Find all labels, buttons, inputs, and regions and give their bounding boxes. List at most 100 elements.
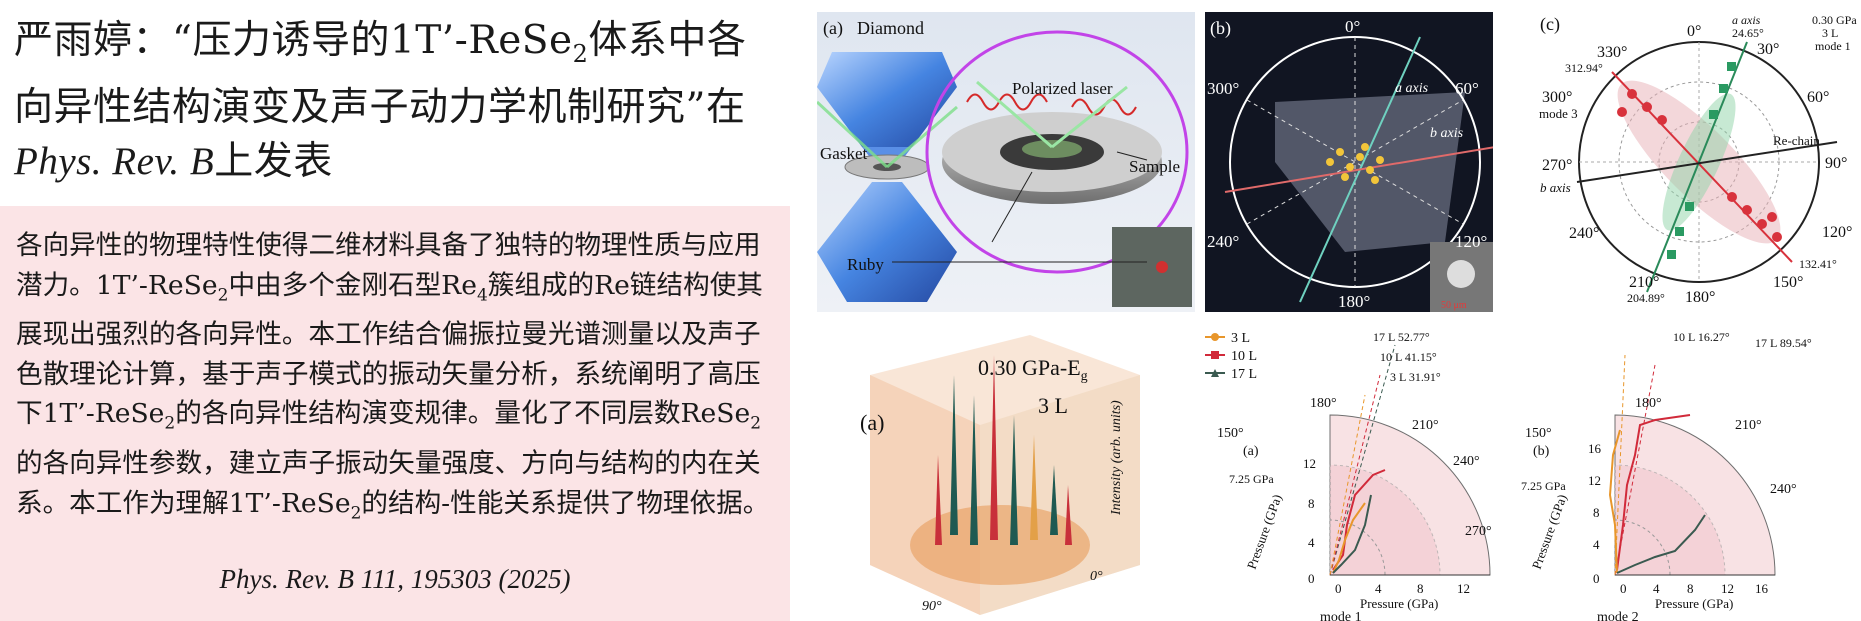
tick-b-16: 16	[1755, 581, 1769, 596]
optical-image: (b) 0° 60° 120° 180° 240° 300° a axis b …	[1205, 12, 1493, 312]
mode1-label: mode 1	[1320, 610, 1362, 621]
angle-90-label: 90°	[922, 599, 942, 614]
panel-a-label: (a)	[823, 18, 843, 39]
angle-132: 132.41°	[1799, 257, 1837, 271]
figure-3d-intensity: 0.30 GPa-Eg 3 L (a) Intensity (arb. unit…	[850, 335, 1155, 621]
legend-17L: 17 L	[1231, 367, 1257, 382]
gasket-label: Gasket	[820, 144, 867, 163]
panel-c-label: (c)	[1540, 14, 1560, 35]
polar-angle-0: 0°	[1687, 23, 1701, 40]
condition-label: 0.30 GPa-Eg	[978, 355, 1088, 384]
polar-a-150: 150°	[1217, 426, 1244, 441]
angle-17L-a: 17 L 52.77°	[1373, 330, 1430, 344]
polar-a-180: 180°	[1310, 396, 1337, 411]
c-b-axis-label: b axis	[1540, 180, 1571, 195]
p-tick-b-4: 4	[1593, 537, 1600, 552]
angle-120: 120°	[1455, 232, 1487, 251]
tick-a-4: 4	[1375, 581, 1382, 596]
polar-angle-330: 330°	[1597, 44, 1627, 61]
p-tick-a-12: 12	[1303, 456, 1316, 471]
polar-b-180: 180°	[1635, 396, 1662, 411]
polar-angle-60: 60°	[1807, 89, 1829, 106]
p-tick-b-8: 8	[1593, 505, 1600, 520]
tick-b-0: 0	[1620, 581, 1627, 596]
tick-b-8: 8	[1687, 581, 1694, 596]
angle-0-label: 0°	[1090, 569, 1103, 584]
intensity-axis-label: Intensity (arb. units)	[1109, 400, 1124, 516]
polar-angle-240: 240°	[1569, 225, 1599, 242]
abstract-box: 各向异性的物理特性使得二维材料具备了独特的物理性质与应用潜力。1T’-ReSe2…	[0, 206, 790, 621]
polar-angle-30: 30°	[1757, 41, 1779, 58]
figure-polar-intensity: (c) 0° 30° 60° 90° 120° 150° 180° 210° 2…	[1537, 12, 1861, 312]
legend-10L: 10 L	[1231, 349, 1257, 364]
citation: Phys. Rev. B 111, 195303 (2025)	[219, 564, 571, 594]
angle-17L-b: 17 L 89.54°	[1755, 336, 1812, 350]
re-chain-label: Re-chain	[1773, 133, 1820, 148]
p-tick-b-12: 12	[1588, 473, 1601, 488]
pressure-sector-plots: 3 L 10 L 17 L 17 L 52.77° 10 L 41.15° 3 …	[1195, 325, 1861, 621]
polar-b-240: 240°	[1770, 482, 1797, 497]
p-tick-a-4: 4	[1308, 535, 1315, 550]
condition-layers: 3 L	[1822, 26, 1838, 40]
figure-dac-schematic: (a) Diamond Polarized laser Gasket Sampl…	[817, 12, 1195, 312]
condition-mode: mode 1	[1815, 39, 1851, 53]
p-tick-a-0: 0	[1308, 571, 1315, 586]
polar-angle-150: 150°	[1773, 274, 1803, 291]
angle-3L-a: 3 L 31.91°	[1390, 370, 1441, 384]
mode3-label: mode 3	[1539, 106, 1578, 121]
gpa-mark-a: 7.25 GPa	[1229, 472, 1274, 486]
sub-a-label: (a)	[1243, 444, 1259, 459]
angle-240: 240°	[1207, 232, 1239, 251]
p-tick-b-16: 16	[1588, 441, 1602, 456]
tick-b-12: 12	[1721, 581, 1734, 596]
scale-bar-label: 50 μm	[1441, 300, 1467, 311]
diamond-label: Diamond	[857, 18, 924, 38]
x-axis-b: Pressure (GPa)	[1655, 596, 1733, 611]
ruby-label: Ruby	[847, 255, 884, 274]
polar-angle-270: 270°	[1542, 157, 1572, 174]
abstract-text: 各向异性的物理特性使得二维材料具备了独特的物理性质与应用潜力。1T’-ReSe2…	[16, 230, 770, 523]
tick-b-4: 4	[1653, 581, 1660, 596]
mode2-label: mode 2	[1597, 610, 1639, 621]
a-axis-label: a axis	[1395, 81, 1429, 96]
angle-10L-a: 10 L 41.15°	[1380, 350, 1437, 364]
angle-10L-b: 10 L 16.27°	[1673, 330, 1730, 344]
polar-angle-120: 120°	[1822, 224, 1852, 241]
figure-pressure-sectors: 3 L 10 L 17 L 17 L 52.77° 10 L 41.15° 3 …	[1195, 325, 1861, 621]
polar-angle-300: 300°	[1542, 89, 1572, 106]
condition-pressure: 0.30 GPa	[1812, 13, 1857, 27]
angle-312: 312.94°	[1565, 61, 1603, 75]
laser-label: Polarized laser	[1012, 79, 1113, 98]
tick-a-0: 0	[1335, 581, 1342, 596]
page-title: 严雨婷：“压力诱导的1T’-ReSe2体系中各向异性结构演变及声子动力学机制研究…	[14, 18, 747, 184]
polar-plot: (c) 0° 30° 60° 90° 120° 150° 180° 210° 2…	[1537, 12, 1861, 312]
polar-a-240: 240°	[1453, 454, 1480, 469]
gpa-mark-b: 7.25 GPa	[1521, 479, 1566, 493]
polar-a-270: 270°	[1465, 524, 1492, 539]
legend-3L: 3 L	[1231, 331, 1250, 346]
figure-optical-polar: (b) 0° 60° 120° 180° 240° 300° a axis b …	[1205, 12, 1493, 312]
x-axis-a: Pressure (GPa)	[1360, 596, 1438, 611]
polar-b-150: 150°	[1525, 426, 1552, 441]
dac-illustration: (a) Diamond Polarized laser Gasket Sampl…	[817, 12, 1195, 312]
panel-b-label: (b)	[1210, 18, 1231, 39]
intensity-3d-plot: 0.30 GPa-Eg 3 L (a) Intensity (arb. unit…	[850, 335, 1155, 621]
b-axis-label: b axis	[1430, 126, 1464, 141]
tick-a-8: 8	[1417, 581, 1424, 596]
angle-0: 0°	[1345, 17, 1360, 36]
p-tick-b-0: 0	[1593, 571, 1600, 586]
c-a-angle: 24.65°	[1732, 26, 1764, 40]
angle-204: 204.89°	[1627, 291, 1665, 305]
tick-a-12: 12	[1457, 581, 1470, 596]
panel-d-label: (a)	[860, 410, 884, 435]
sample-label: Sample	[1129, 157, 1180, 176]
polar-angle-210: 210°	[1629, 274, 1659, 291]
polar-angle-180: 180°	[1685, 289, 1715, 306]
sub-b-label: (b)	[1533, 444, 1550, 459]
p-tick-a-8: 8	[1308, 496, 1315, 511]
polar-a-210: 210°	[1412, 418, 1439, 433]
polar-angle-90: 90°	[1825, 155, 1847, 172]
angle-180: 180°	[1338, 292, 1370, 311]
angle-60: 60°	[1455, 79, 1479, 98]
c-a-axis-label: a axis	[1732, 13, 1761, 27]
